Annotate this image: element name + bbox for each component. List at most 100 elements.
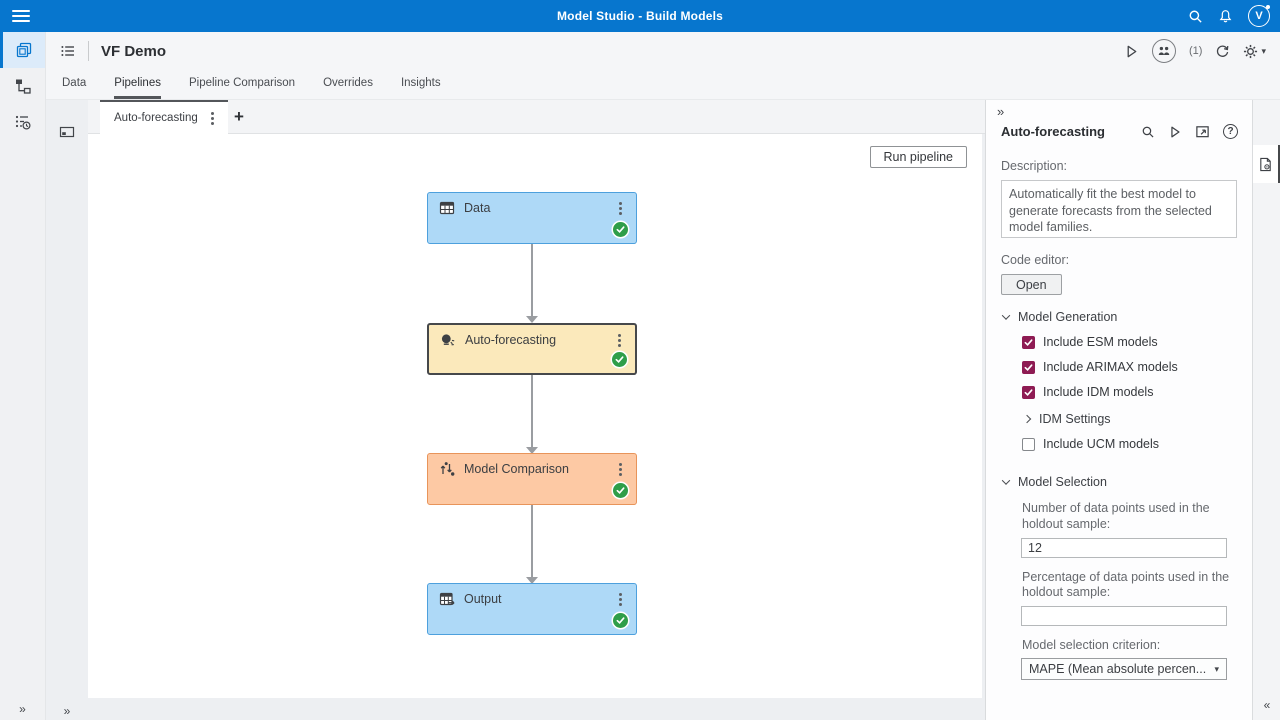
run-node-icon[interactable] [1168,125,1182,139]
add-pipeline-button[interactable]: + [234,107,244,126]
output-table-icon [439,592,455,606]
description-textarea[interactable]: Automatically fit the best model to gene… [1001,179,1237,238]
run-project-icon[interactable] [1124,44,1139,59]
model-comparison-icon [440,462,455,476]
user-avatar[interactable]: V [1248,5,1270,27]
pipeline-tab-menu-icon[interactable] [208,110,218,126]
run-pipeline-button[interactable]: Run pipeline [869,146,967,168]
flow-diagram-icon [15,79,31,94]
settings-menu-button[interactable]: ▾ [1243,44,1266,59]
node-model-comparison[interactable]: Model Comparison [427,453,637,505]
properties-panel-title: Auto-forecasting [1001,124,1105,139]
success-status-icon [613,613,628,628]
criterion-dropdown[interactable]: MAPE (Mean absolute percen... ▾ [1021,658,1227,681]
pipeline-workspace: » Auto-forecasting + Run pipeline Data [46,100,985,720]
open-new-window-icon[interactable] [1195,124,1210,139]
criterion-label: Model selection criterion: [1022,637,1161,652]
collaborators-button[interactable] [1152,39,1177,63]
pipeline-tab-strip: Auto-forecasting + [88,100,985,134]
checkbox-checked-icon [1022,335,1035,349]
rail-item-flow[interactable] [0,68,45,104]
option-include-esm-models[interactable]: Include ESM models [1022,335,1237,349]
refresh-icon[interactable] [1215,44,1230,59]
node-label: Data [464,201,491,215]
node-data[interactable]: Data [427,192,637,244]
holdout-number-label: Number of data points used in the holdou… [1022,501,1210,531]
node-label: Output [464,592,502,606]
node-properties-panel: » Auto-forecasting ? Description: Automa… [985,100,1252,720]
option-include-idm-models[interactable]: Include IDM models [1022,385,1237,399]
hamburger-menu-icon[interactable] [12,10,30,22]
expand-left-panel-button[interactable]: » [19,702,26,716]
caret-down-icon: ▾ [1214,663,1219,674]
data-table-icon [439,201,455,215]
node-auto-forecasting[interactable]: Auto-forecasting [427,323,637,375]
pipeline-canvas[interactable]: Run pipeline Data Auto-fore [88,134,982,698]
node-label: Auto-forecasting [465,333,557,347]
search-icon[interactable] [1188,9,1203,24]
idm-settings-section-header[interactable]: IDM Settings [1022,412,1237,426]
holdout-number-input[interactable] [1021,537,1227,558]
stacked-pages-icon [16,42,32,58]
caret-down-icon: ▾ [1261,45,1266,56]
criterion-selected-value: MAPE (Mean absolute percen... [1029,662,1207,677]
node-menu-icon[interactable] [615,591,625,607]
rail-item-pipelines[interactable] [0,32,45,68]
tab-insights[interactable]: Insights [400,77,441,89]
gear-icon [1244,44,1258,58]
tab-pipelines[interactable]: Pipelines [114,77,161,99]
success-status-icon [613,483,628,498]
success-status-icon [613,222,628,237]
code-editor-label: Code editor: [1001,252,1070,267]
checkbox-checked-icon [1022,360,1035,374]
tab-pipeline-comparison[interactable]: Pipeline Comparison [188,77,296,89]
tab-overrides[interactable]: Overrides [323,77,373,89]
node-label: Model Comparison [464,462,569,476]
notifications-bell-icon[interactable] [1218,9,1233,24]
help-icon[interactable]: ? [1223,124,1238,139]
node-menu-icon[interactable] [615,461,625,477]
option-include-arimax-models[interactable]: Include ARIMAX models [1022,360,1237,374]
rail-item-rules[interactable] [0,104,45,140]
model-selection-section-header[interactable]: Model Selection [1001,475,1237,489]
project-title: VF Demo [101,42,167,60]
connector-arrowhead [525,316,538,323]
checkbox-unchecked-icon [1022,437,1035,451]
open-code-editor-button[interactable]: Open [1001,274,1062,296]
tab-data[interactable]: Data [62,77,87,89]
holdout-percent-input[interactable] [1021,605,1227,626]
document-gear-icon [1260,157,1271,171]
model-generation-section-header[interactable]: Model Generation [1001,310,1237,324]
overview-panel-icon[interactable] [59,124,75,140]
connector-arrowhead [525,577,538,584]
avatar-status-dot [1266,5,1270,9]
node-menu-icon[interactable] [614,332,624,348]
left-navigation-rail: » [0,32,46,720]
collapse-right-strip-button[interactable]: « [1263,698,1271,712]
project-list-icon[interactable] [60,43,76,59]
connector-line [531,244,533,316]
node-menu-icon[interactable] [615,200,625,216]
collapse-properties-button[interactable]: » [997,104,1005,119]
app-title: Model Studio - Build Models [556,9,724,23]
chevron-down-icon [1001,311,1011,321]
divider [88,41,89,61]
node-output[interactable]: Output [427,583,637,635]
connector-line [531,375,533,447]
strip-node-properties-button[interactable] [1253,145,1280,183]
chevron-right-icon [1022,415,1032,424]
project-header-bar: VF Demo (1) ▾ [46,32,1280,70]
option-include-ucm-models[interactable]: Include UCM models [1022,437,1237,451]
canvas-tool-rail: » [46,100,88,720]
pipeline-tab-auto-forecasting[interactable]: Auto-forecasting [100,100,228,134]
center-column: VF Demo (1) ▾ Data Pipelines Pipeline Co… [46,32,1280,720]
list-clock-icon [15,115,31,130]
find-settings-icon[interactable] [1141,125,1155,139]
expand-bottom-panel-button[interactable]: » [63,704,71,718]
description-label: Description: [1001,159,1067,173]
collaborator-count: (1) [1189,45,1203,57]
forecast-icon [441,334,455,346]
connector-arrowhead [525,447,538,454]
checkbox-checked-icon [1022,385,1035,399]
